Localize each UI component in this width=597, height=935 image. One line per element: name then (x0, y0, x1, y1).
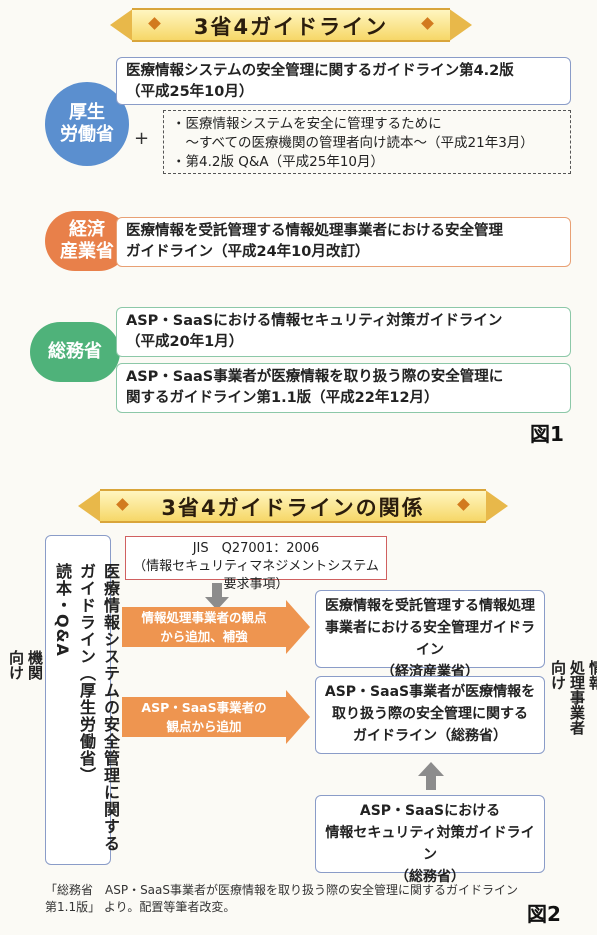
arrow2-line1: ASP・SaaS事業者の (141, 700, 267, 715)
mic-guideline2-line1: ASP・SaaS事業者が医療情報を取り扱う際の安全管理に (126, 369, 504, 385)
source-note-line1: 「総務省 ASP・SaaS事業者が医療情報を取り扱う際の安全管理に関するガイドラ… (45, 883, 519, 897)
right-box2-line1: ASP・SaaS事業者が医療情報を (324, 684, 536, 700)
fig2-title-banner: 3省4ガイドラインの関係 (78, 489, 508, 523)
info-processor-label: 情報 処理事業者 向け (549, 660, 597, 735)
fig1-title-banner: 3省4ガイドライン (110, 8, 472, 42)
arrow1-line1: 情報処理事業者の観点 (141, 610, 267, 625)
mhlw-label-line2: 労働省 (60, 124, 114, 145)
source-note-line2: 第1.1版」 より。配置等筆者改変。 (45, 900, 236, 914)
right-box2-line3: ガイドライン（総務省） (353, 728, 507, 744)
fig2-title: 3省4ガイドラインの関係 (161, 496, 425, 520)
mic-guideline-box1: ASP・SaaSにおける情報セキュリティ対策ガイドライン （平成20年1月） (116, 307, 571, 357)
mhlw-guideline-vertical-box (45, 535, 111, 865)
arrow1-line2: から追加、補強 (160, 629, 248, 644)
mic-label: 総務省 (48, 341, 102, 363)
right-box3-line1: ASP・SaaSにおける (359, 803, 501, 819)
supplement-line3: ・第4.2版 Q&A（平成25年10月） (172, 154, 385, 170)
arrow-add-asp-saas: ASP・SaaS事業者の 観点から追加 (122, 690, 310, 744)
mhlw-guideline-vertical-text: 医療情報システムの安全管理に関する ガイドライン（厚生労働省） 読本・Q&A (53, 563, 120, 852)
mhlw-circle: 厚生労働省 (45, 82, 129, 166)
fig1-label: 図1 (530, 422, 564, 446)
meti-relation-box: 医療情報を受託管理する情報処理 事業者における安全管理ガイドライン （経済産業省… (315, 590, 545, 680)
mhlw-guideline-line2: （平成25年10月） (126, 84, 254, 100)
plus-sign: + (134, 128, 150, 149)
arrow2-line2: 観点から追加 (166, 719, 242, 734)
fig1-title: 3省4ガイドライン (193, 15, 389, 39)
right-box2-line2: 取り扱う際の安全管理に関する (332, 706, 528, 722)
mhlw-guideline-box: 医療情報システムの安全管理に関するガイドライン第4.2版 （平成25年10月） (116, 57, 571, 105)
supplement-line2: ～すべての医療機関の管理者向け読本～（平成21年3月） (172, 135, 534, 151)
fig2-label: 図2 (527, 902, 561, 926)
up-arrow-icon (418, 762, 444, 792)
right-box1-line1: 医療情報を受託管理する情報処理 (325, 598, 535, 614)
down-arrow-icon (205, 583, 229, 613)
right-box3-line3: （総務省） (395, 869, 465, 885)
mhlw-supplement-box: ・医療情報システムを安全に管理するために ～すべての医療機関の管理者向け読本～（… (163, 110, 571, 174)
jis-line1: JIS Q27001：2006 (192, 541, 320, 556)
mic-guideline1-line2: （平成20年1月） (126, 334, 244, 350)
right-box1-line2: 事業者における安全管理ガイドライン (325, 620, 535, 658)
jis-standard-box: JIS Q27001：2006 （情報セキュリティマネジメントシステム要求事項） (125, 536, 387, 592)
mic-security-relation-box: ASP・SaaSにおける 情報セキュリティ対策ガイドライン （総務省） (315, 795, 545, 885)
mhlw-guideline-line1: 医療情報システムの安全管理に関するガイドライン第4.2版 (126, 63, 514, 79)
meti-label-line2: 産業省 (60, 241, 114, 262)
source-note: 「総務省 ASP・SaaS事業者が医療情報を取り扱う際の安全管理に関するガイドラ… (45, 882, 545, 916)
mhlw-label-line1: 厚生 (69, 102, 105, 124)
jis-line2: （情報セキュリティマネジメントシステム要求事項） (133, 559, 379, 592)
meti-guideline-box: 医療情報を受託管理する情報処理事業者における安全管理 ガイドライン（平成24年1… (116, 217, 571, 267)
arrow-add-info-processor: 情報処理事業者の観点 から追加、補強 (122, 600, 310, 654)
mic-guideline-box2: ASP・SaaS事業者が医療情報を取り扱う際の安全管理に 関するガイドライン第1… (116, 363, 571, 413)
right-box3-line2: 情報セキュリティ対策ガイドライン (325, 825, 535, 863)
meti-guideline-line2: ガイドライン（平成24年10月改訂） (126, 244, 370, 260)
meti-label-line1: 経済 (69, 219, 105, 241)
meti-circle: 経済産業省 (45, 211, 129, 271)
supplement-line1: ・医療情報システムを安全に管理するために (172, 116, 442, 132)
mic-guideline1-line1: ASP・SaaSにおける情報セキュリティ対策ガイドライン (126, 313, 503, 329)
mic-medical-relation-box: ASP・SaaS事業者が医療情報を 取り扱う際の安全管理に関する ガイドライン（… (315, 676, 545, 754)
mic-guideline2-line2: 関するガイドライン第1.1版（平成22年12月） (126, 390, 439, 406)
meti-guideline-line1: 医療情報を受託管理する情報処理事業者における安全管理 (126, 223, 503, 239)
mic-circle: 総務省 (30, 322, 120, 382)
